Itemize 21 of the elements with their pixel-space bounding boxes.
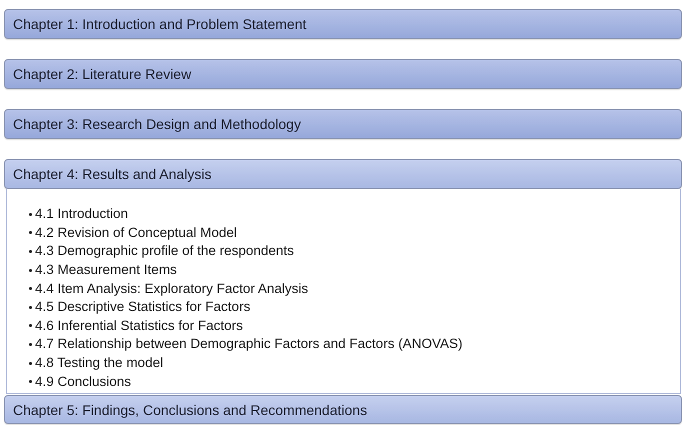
chapter-bar xyxy=(4,9,682,39)
chapter-title: Chapter 5: Findings, Conclusions and Recommendations xyxy=(13,400,368,418)
list-item: 4.9 Conclusions xyxy=(35,372,132,391)
chapter-bar xyxy=(4,395,682,424)
chapter-title: Chapter 1: Introduction and Problem Statement xyxy=(13,15,306,33)
chapter-title: Chapter 2: Literature Review xyxy=(13,65,192,83)
list-item: 4.3 Demographic profile of the respondents xyxy=(35,242,294,260)
list-item: 4.4 Item Analysis: Exploratory Factor Analysis xyxy=(35,280,308,298)
list-item: 4.5 Descriptive Statistics for Factors xyxy=(35,298,250,316)
chapter-bar xyxy=(4,59,682,89)
chapter-title: Chapter 4: Results and Analysis xyxy=(13,165,212,183)
list-item: 4.6 Inferential Statistics for Factors xyxy=(35,316,243,335)
list-item: 4.8 Testing the model xyxy=(35,354,164,372)
list-item: 4.3 Measurement Items xyxy=(35,261,177,280)
list-item: 4.1 Introduction xyxy=(35,205,128,224)
chapter-bar xyxy=(4,109,682,139)
chapter-title: Chapter 3: Research Design and Methodology xyxy=(13,115,301,133)
list-item: 4.2 Revision of Conceptual Model xyxy=(35,224,237,242)
content-panel xyxy=(6,189,681,394)
list-item: 4.7 Relationship between Demographic Factors and Factors (ANOVAS) xyxy=(35,335,462,354)
chapter-bar xyxy=(4,159,682,189)
